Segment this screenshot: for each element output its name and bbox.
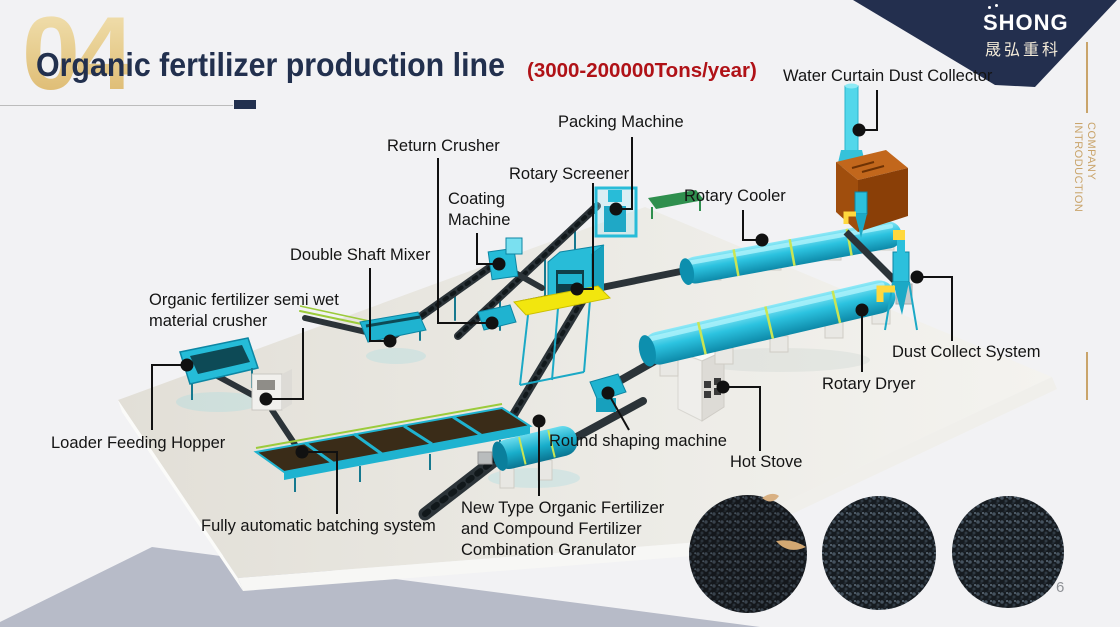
dust-collect-cyclone-machine — [876, 230, 918, 331]
yellow-table — [513, 285, 612, 386]
granule-photo-1 — [689, 495, 807, 613]
semi-wet-crusher-machine — [251, 369, 292, 411]
rotary-dryer-machine — [638, 280, 913, 377]
green-table — [648, 190, 704, 219]
cyclone-icon — [843, 191, 868, 238]
granule-photo-3 — [952, 496, 1064, 608]
corner-banner — [853, 0, 1117, 87]
granule-photo-2 — [822, 496, 936, 610]
granulator-machine — [477, 426, 578, 489]
bottom-left-triangle — [0, 547, 760, 627]
granule-photos — [689, 493, 1064, 613]
packing-machine-machine — [594, 186, 638, 238]
